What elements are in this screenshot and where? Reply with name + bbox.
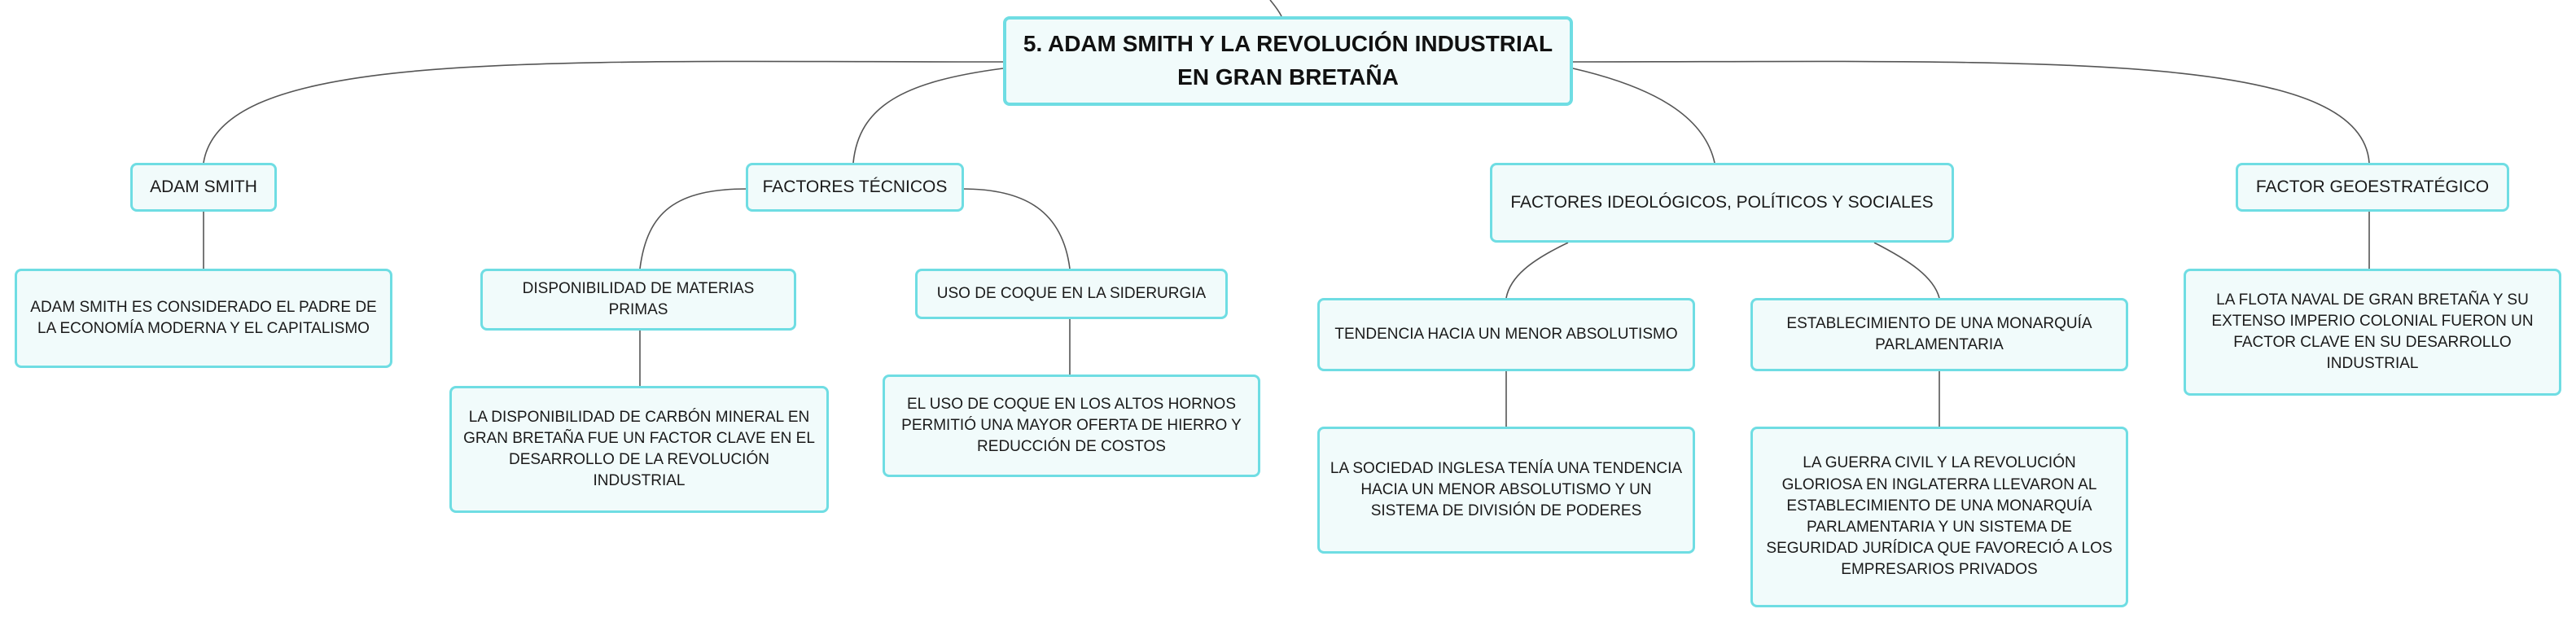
subtopic-monarquia-parlamentaria-label: ESTABLECIMIENTO DE UNA MONARQUÍA PARLAME… xyxy=(1786,314,2092,353)
topic-factores-tecnicos-label: FACTORES TÉCNICOS xyxy=(762,177,948,196)
connector-root-top xyxy=(1269,0,1282,17)
leaf-altos-hornos-text: EL USO DE COQUE EN LOS ALTOS HORNOS PERM… xyxy=(901,395,1242,456)
subtopic-uso-coque[interactable]: USO DE COQUE EN LA SIDERURGIA xyxy=(915,269,1228,319)
connector-root-factores-tecnicos xyxy=(852,68,1004,164)
connector-tecnicos-coque xyxy=(962,188,1071,269)
connector-root-adam-smith xyxy=(203,60,1004,164)
topic-factores-ideologicos[interactable]: FACTORES IDEOLÓGICOS, POLÍTICOS Y SOCIAL… xyxy=(1490,163,1954,243)
root-topic-label: 5. ADAM SMITH Y LA REVOLUCIÓN INDUSTRIAL… xyxy=(1023,31,1553,90)
leaf-altos-hornos[interactable]: EL USO DE COQUE EN LOS ALTOS HORNOS PERM… xyxy=(883,375,1260,477)
connector-ideologicos-tendencia xyxy=(1505,242,1569,299)
topic-adam-smith[interactable]: ADAM SMITH xyxy=(130,163,277,212)
subtopic-menor-absolutismo[interactable]: TENDENCIA HACIA UN MENOR ABSOLUTISMO xyxy=(1317,298,1695,371)
leaf-flota-naval-text: LA FLOTA NAVAL DE GRAN BRETAÑA Y SU EXTE… xyxy=(2211,291,2534,373)
connector-tecnicos-materias xyxy=(639,188,748,269)
leaf-carbon-mineral[interactable]: LA DISPONIBILIDAD DE CARBÓN MINERAL EN G… xyxy=(449,386,829,513)
leaf-carbon-mineral-text: LA DISPONIBILIDAD DE CARBÓN MINERAL EN G… xyxy=(463,408,815,490)
topic-adam-smith-label: ADAM SMITH xyxy=(150,177,257,196)
connector-root-factor-geoestrategico xyxy=(1572,60,2370,164)
leaf-adam-smith-padre-economia[interactable]: ADAM SMITH ES CONSIDERADO EL PADRE DE LA… xyxy=(15,269,392,368)
topic-factores-tecnicos[interactable]: FACTORES TÉCNICOS xyxy=(746,163,964,212)
subtopic-materias-primas-label: DISPONIBILIDAD DE MATERIAS PRIMAS xyxy=(522,279,755,318)
topic-factor-geoestrategico-label: FACTOR GEOESTRATÉGICO xyxy=(2255,177,2490,196)
topic-factor-geoestrategico[interactable]: FACTOR GEOESTRATÉGICO xyxy=(2236,163,2509,212)
subtopic-uso-coque-label: USO DE COQUE EN LA SIDERURGIA xyxy=(936,284,1207,302)
subtopic-monarquia-parlamentaria[interactable]: ESTABLECIMIENTO DE UNA MONARQUÍA PARLAME… xyxy=(1750,298,2128,371)
leaf-guerra-civil[interactable]: LA GUERRA CIVIL Y LA REVOLUCIÓN GLORIOSA… xyxy=(1750,427,2128,607)
connector-root-factores-ideologicos xyxy=(1572,68,1715,164)
leaf-sociedad-inglesa-text: LA SOCIEDAD INGLESA TENÍA UNA TENDENCIA … xyxy=(1330,459,1683,520)
topic-factores-ideologicos-label: FACTORES IDEOLÓGICOS, POLÍTICOS Y SOCIAL… xyxy=(1510,192,1934,212)
subtopic-materias-primas[interactable]: DISPONIBILIDAD DE MATERIAS PRIMAS xyxy=(480,269,796,331)
leaf-flota-naval[interactable]: LA FLOTA NAVAL DE GRAN BRETAÑA Y SU EXTE… xyxy=(2184,269,2561,396)
connector-ideologicos-monarquia xyxy=(1873,242,1940,299)
subtopic-menor-absolutismo-label: TENDENCIA HACIA UN MENOR ABSOLUTISMO xyxy=(1334,325,1678,343)
leaf-guerra-civil-text: LA GUERRA CIVIL Y LA REVOLUCIÓN GLORIOSA… xyxy=(1766,454,2113,579)
leaf-adam-smith-padre-economia-text: ADAM SMITH ES CONSIDERADO EL PADRE DE LA… xyxy=(30,298,377,337)
root-topic[interactable]: 5. ADAM SMITH Y LA REVOLUCIÓN INDUSTRIAL… xyxy=(1003,16,1573,106)
leaf-sociedad-inglesa[interactable]: LA SOCIEDAD INGLESA TENÍA UNA TENDENCIA … xyxy=(1317,427,1695,554)
